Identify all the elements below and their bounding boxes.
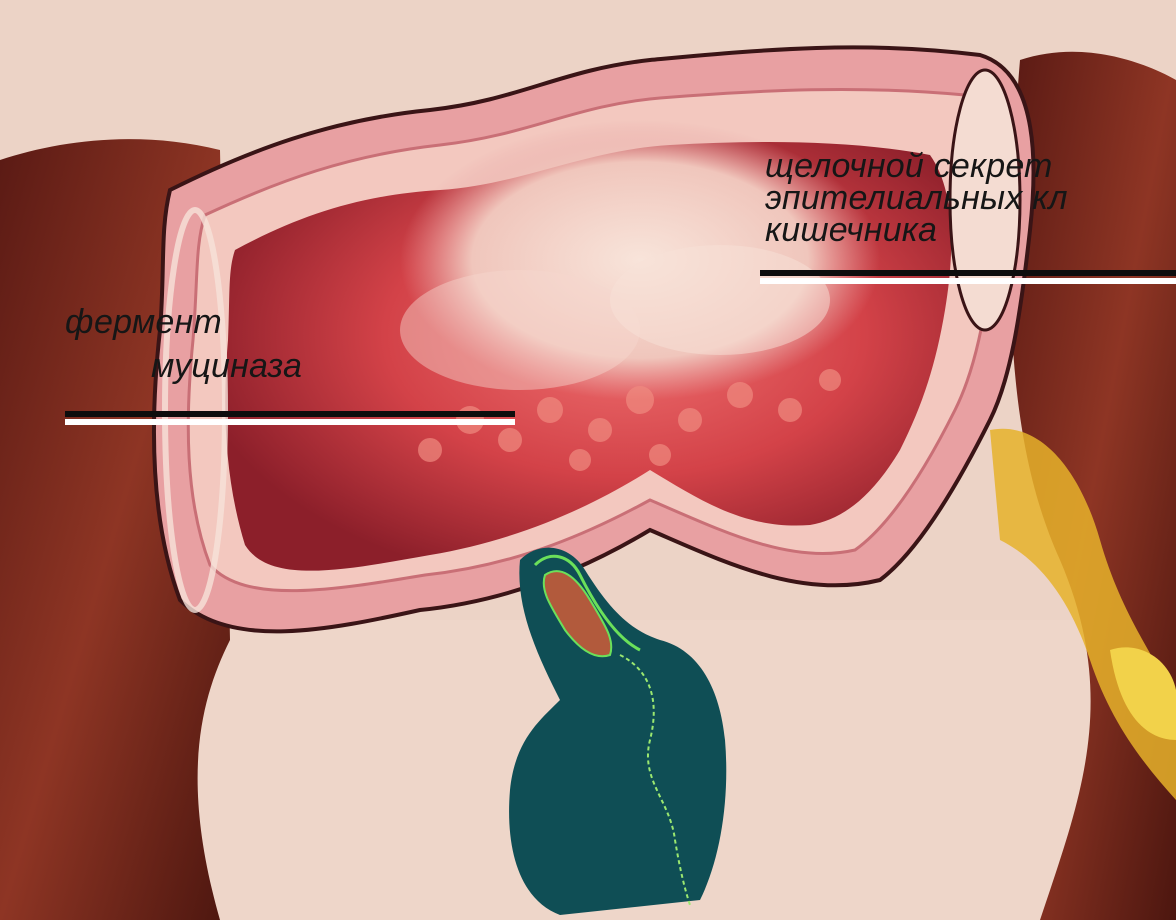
mucosa-fold [400, 270, 640, 390]
mucinase-pointer-line-highlight [65, 419, 515, 425]
alkaline-secretion-label: щелочной секрет эпителиальных кл кишечни… [765, 150, 1068, 246]
alkaline-secretion-label-line-1: щелочной секрет [765, 150, 1068, 182]
alkaline-secretion-label-line-3: кишечника [765, 214, 1068, 246]
mucinase-label-line-1: фермент [65, 306, 302, 338]
mucinase-label: фермент муциназа [65, 306, 302, 382]
mucosa-fold-2 [610, 245, 830, 355]
alkaline-secretion-pointer-line [760, 270, 1176, 276]
alkaline-secretion-label-line-2: эпителиальных кл [765, 182, 1068, 214]
mucinase-label-line-2: муциназа [65, 350, 302, 382]
mucinase-pointer-line [65, 411, 515, 417]
alkaline-secretion-pointer-line-highlight [760, 278, 1176, 284]
